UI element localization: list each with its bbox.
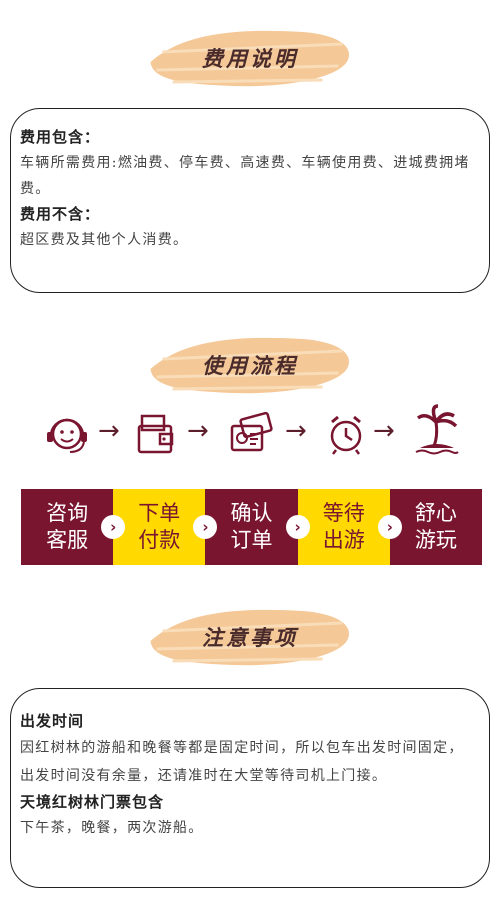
ticket-text: 下午茶，晚餐，两次游船。 [20,820,204,836]
flow-arrow: → [98,416,120,446]
flow-arrow: → [187,416,209,446]
step-wait-trip: 等待 出游 › [297,489,402,565]
process-title: 使用流程 [202,353,298,378]
chevron-right-icon: › [193,515,218,539]
chevron-right-icon: › [285,515,310,539]
wallet-icon [137,414,174,454]
step-enjoy: 舒心 游玩 [389,489,483,565]
notes-title: 注意事项 [202,625,298,650]
fees-included-heading: 费用包含： [20,128,101,146]
departure-heading: 出发时间 [20,712,85,730]
process-icons-row: → → → → [0,402,500,462]
fees-excluded-heading: 费用不含： [20,205,101,223]
alarm-clock-icon [330,415,362,455]
island-icon [415,404,459,455]
chevron-right-icon: › [377,515,402,539]
ticket-icon [230,412,273,452]
notes-section-title: 注意事项 [0,597,500,677]
step-label: 咨询 客服 [46,501,89,552]
step-label: 确认 订单 [230,501,273,552]
notes-box: 出发时间 因红树林的游船和晚餐等都是固定时间，所以包车出发时间固定，出发时间没有… [10,688,490,888]
step-order-pay: 下单 付款 › [113,489,218,565]
brush-stroke-icon [150,30,350,87]
fees-excluded-text: 超区费及其他个人消费。 [20,232,189,248]
step-label: 舒心 游玩 [414,501,457,552]
step-consult: 咨询 客服 › [21,489,126,565]
brush-stroke-icon [150,609,350,666]
ticket-heading: 天境红树林门票包含 [20,793,165,811]
departure-text: 因红树林的游船和晚餐等都是固定时间，所以包车出发时间固定，出发时间没有余量，还请… [20,740,464,784]
customer-service-icon [47,418,87,453]
flow-arrow: → [373,416,395,446]
fees-title: 费用说明 [202,46,298,71]
process-section-title: 使用流程 [0,325,500,405]
process-steps-bar: 咨询 客服 › 下单 付款 › 确认 订单 › 等待 出游 › 舒心 游玩 [21,489,483,565]
brush-stroke-icon [150,337,350,394]
step-label: 等待 出游 [322,501,365,552]
flow-arrow: → [285,416,307,446]
chevron-right-icon: › [101,515,126,539]
step-label: 下单 付款 [138,501,181,552]
fees-included-text: 车辆所需费用:燃油费、停车费、高速费、车辆使用费、进城费拥堵费。 [20,155,470,197]
step-confirm-order: 确认 订单 › [205,489,310,565]
fees-box: 费用包含： 车辆所需费用:燃油费、停车费、高速费、车辆使用费、进城费拥堵费。 费… [10,108,490,293]
fees-section-title: 费用说明 [0,18,500,98]
